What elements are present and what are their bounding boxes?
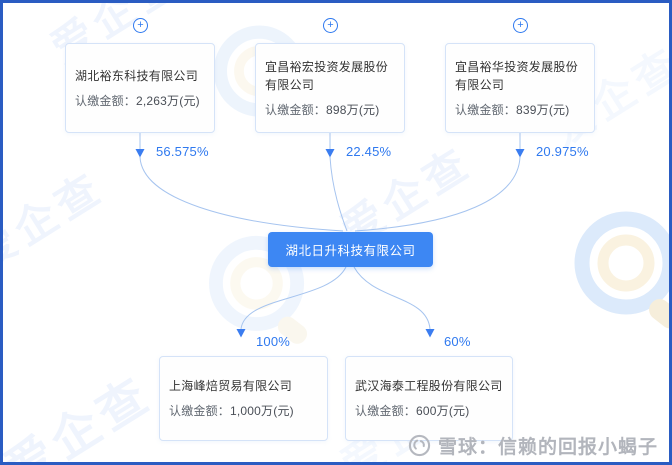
ownership-percent-label[interactable]: 56.575%: [156, 144, 209, 159]
center-company-node[interactable]: 湖北日升科技有限公司: [268, 232, 433, 267]
investment-card[interactable]: 上海峰焙贸易有限公司 认缴金额：1,000万(元): [159, 356, 328, 441]
watermark-text: 爱企查: [0, 367, 162, 465]
watermark-text: 爱企查: [0, 162, 113, 280]
amount-value: 2,263万(元): [136, 93, 200, 108]
amount-label: 认缴金额：: [265, 102, 327, 117]
aiqicha-logo-watermark: [574, 211, 669, 329]
shareholder-card[interactable]: 湖北裕东科技有限公司 认缴金额：2,263万(元): [65, 43, 215, 133]
amount-value: 898万(元): [326, 102, 380, 117]
amount-value: 839万(元): [516, 102, 570, 117]
subscribed-amount: 认缴金额：2,263万(元): [75, 93, 205, 110]
subscribed-amount: 认缴金额：1,000万(元): [169, 403, 318, 420]
company-name: 武汉海泰工程股份有限公司: [355, 379, 503, 393]
ownership-percent-label[interactable]: 22.45%: [346, 144, 392, 159]
ownership-percent-label[interactable]: 20.975%: [536, 144, 589, 159]
xueqiu-watermark: 雪球：信赖的回报小蝎子: [408, 432, 658, 458]
shareholder-card[interactable]: 宜昌裕华投资发展股份有限公司 认缴金额：839万(元): [445, 43, 595, 133]
xueqiu-logo-icon: [408, 434, 431, 456]
ownership-percent-label[interactable]: 100%: [256, 334, 291, 349]
amount-value: 1,000万(元): [230, 404, 294, 418]
investment-card[interactable]: 武汉海泰工程股份有限公司 认缴金额：600万(元): [345, 356, 513, 441]
company-name: 湖北裕东科技有限公司: [75, 68, 199, 83]
subscribed-amount: 认缴金额：600万(元): [355, 403, 503, 420]
company-name: 宜昌裕宏投资发展股份有限公司: [265, 59, 389, 92]
company-name: 上海峰焙贸易有限公司: [169, 379, 293, 393]
xueqiu-caption: 雪球：信赖的回报小蝎子: [437, 436, 658, 458]
amount-label: 认缴金额：: [169, 404, 231, 418]
expand-icon[interactable]: +: [323, 18, 338, 33]
ownership-percent-label[interactable]: 60%: [444, 334, 471, 349]
subscribed-amount: 认缴金额：839万(元): [455, 102, 585, 119]
shareholder-card[interactable]: 宜昌裕宏投资发展股份有限公司 认缴金额：898万(元): [255, 43, 405, 133]
subscribed-amount: 认缴金额：898万(元): [265, 102, 395, 119]
amount-label: 认缴金额：: [75, 93, 137, 108]
amount-value: 600万(元): [416, 404, 470, 418]
expand-icon[interactable]: +: [133, 18, 148, 33]
expand-icon[interactable]: +: [513, 18, 528, 33]
amount-label: 认缴金额：: [455, 102, 517, 117]
company-name: 宜昌裕华投资发展股份有限公司: [455, 59, 579, 92]
amount-label: 认缴金额：: [355, 404, 417, 418]
